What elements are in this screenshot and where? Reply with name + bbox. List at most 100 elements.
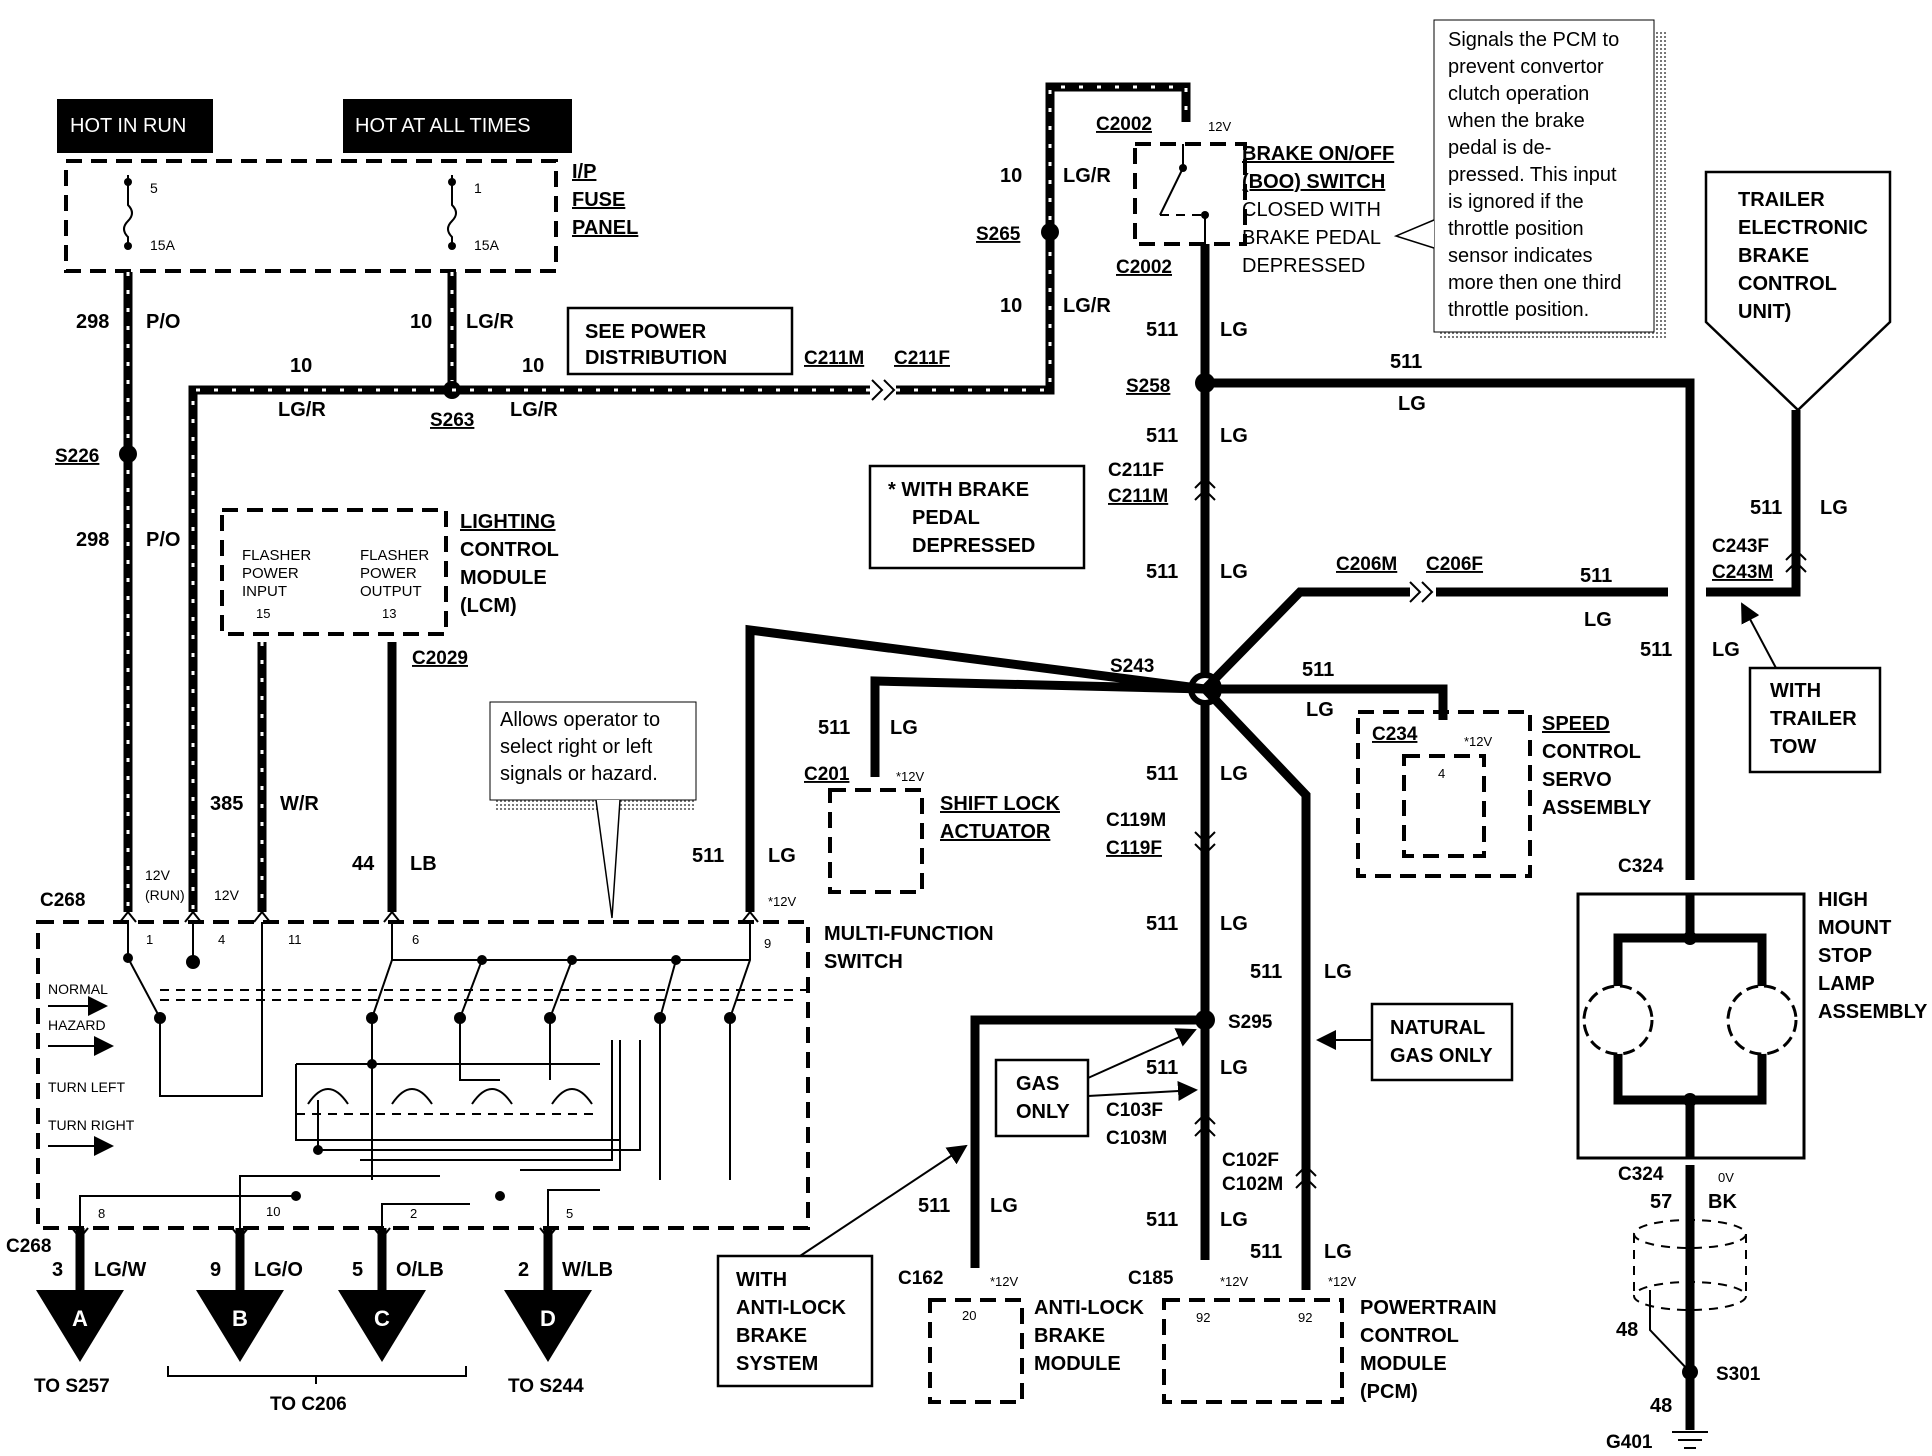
- hot-in-run-block: [57, 99, 213, 153]
- s263-label: S263: [430, 410, 474, 431]
- right-lg-mid: LG: [1584, 609, 1612, 631]
- center-511-d: 511: [1146, 763, 1178, 785]
- connector-c211-center: [1194, 476, 1216, 501]
- see-power-line-2: DISTRIBUTION: [585, 347, 727, 369]
- right-lg-low: LG: [1712, 639, 1740, 661]
- hmsl-bot-dot: [1683, 1093, 1697, 1107]
- trailer-tow-line-1: WITH: [1770, 680, 1821, 702]
- hmsl-title-4: LAMP: [1818, 973, 1875, 995]
- connector-c119: [1194, 831, 1216, 856]
- fuse-right-amp: 15A: [474, 237, 500, 253]
- speed-control-box: [1356, 710, 1532, 878]
- mfs-pin-2: 2: [410, 1206, 417, 1221]
- hot-in-run-label: HOT IN RUN: [70, 115, 186, 137]
- signals-pcm-line-1: Signals the PCM to: [1448, 29, 1619, 51]
- w10e-color: LG/R: [1063, 295, 1111, 317]
- fuse-right-pin: 1: [474, 180, 482, 196]
- w10b-circuit: 10: [410, 311, 432, 333]
- mfs-node-10: [567, 955, 577, 965]
- c2002-bot-label: C2002: [1116, 257, 1172, 278]
- mfs-node-11: [671, 955, 681, 965]
- mfs-node-4: [366, 1012, 378, 1024]
- allows-operator-pointer: [595, 799, 621, 919]
- allows-operator-box: [489, 701, 697, 801]
- c103f-label: C103F: [1106, 1100, 1163, 1121]
- abs-title-2: BRAKE: [1034, 1325, 1105, 1347]
- fuse-panel-label-1: I/P: [572, 161, 596, 183]
- c102m-label: C102M: [1222, 1174, 1283, 1195]
- wire-511-s243-mfs: [745, 624, 1206, 912]
- mfs-node-9: [477, 955, 487, 965]
- w44-circuit: 44: [352, 853, 375, 875]
- lcm-input-3: INPUT: [242, 583, 287, 600]
- mfs-hazard: HAZARD: [48, 1017, 106, 1033]
- pcm-pin-b: 92: [1298, 1310, 1312, 1325]
- gas-only-box: [994, 1058, 1090, 1138]
- ground-icon: [1672, 1431, 1708, 1449]
- speed-lg: LG: [1306, 699, 1334, 721]
- right-511-low: 511: [1640, 639, 1672, 661]
- shield-mid-icon: [1633, 1281, 1747, 1311]
- mfs-node-5: [454, 1012, 466, 1024]
- wire-511-s243-c206: [1201, 587, 1410, 693]
- lcm-title-3: MODULE: [460, 567, 547, 589]
- with-brake-line-2: PEDAL: [912, 507, 980, 529]
- mfs-12v-run-1: 12V: [145, 867, 171, 883]
- output-a-to: TO S257: [34, 1376, 110, 1397]
- output-b-circuit: 9: [210, 1259, 221, 1281]
- boo-desc-3: DEPRESSED: [1242, 255, 1365, 277]
- pcm-title-4: (PCM): [1360, 1381, 1418, 1403]
- mfs-node-14: [291, 1191, 301, 1201]
- w298a-color: P/O: [146, 311, 180, 333]
- center-511-h: 511: [1250, 961, 1282, 983]
- center-511-b: 511: [1146, 425, 1178, 447]
- mfs-pin-10: 10: [266, 1204, 280, 1219]
- fuse-right-bot-dot: [448, 242, 456, 250]
- output-d-triangle: [504, 1290, 592, 1362]
- signals-pcm-line-7: is ignored if the: [1448, 191, 1584, 213]
- c185-label: C185: [1128, 1268, 1174, 1289]
- trailer-unit-shape: [1704, 170, 1892, 412]
- c206f-label: C206F: [1426, 554, 1483, 575]
- c211f-label: C211F: [1108, 460, 1164, 481]
- hmsl-48b: 48: [1650, 1395, 1672, 1417]
- mfs-internal-wiring: [127, 922, 751, 1180]
- center-lg-c: LG: [1220, 561, 1248, 583]
- center-511-i: 511: [1250, 1241, 1282, 1263]
- c324-top-label: C324: [1618, 856, 1664, 877]
- s265-label: S265: [976, 224, 1021, 245]
- lcm-output-2: POWER: [360, 565, 417, 582]
- natural-gas-line-1: NATURAL: [1390, 1017, 1485, 1039]
- output-c-letter: C: [374, 1306, 390, 1331]
- speed-control-inner: [1402, 754, 1486, 858]
- w10e-circuit: 10: [1000, 295, 1022, 317]
- c162-label: C162: [898, 1268, 943, 1289]
- hmsl-bk: BK: [1708, 1191, 1737, 1213]
- trailer-tow-line-2: TRAILER: [1770, 708, 1857, 730]
- w10a-color: LG/R: [278, 399, 326, 421]
- w298a-circuit: 298: [76, 311, 109, 333]
- connector-c103: [1194, 1112, 1216, 1137]
- boo-switch-box: [1133, 142, 1247, 246]
- with-abs-box: [716, 1254, 874, 1388]
- g401-label: G401: [1606, 1432, 1653, 1453]
- allows-operator-line-1: Allows operator to: [500, 709, 660, 731]
- pcm-title-2: CONTROL: [1360, 1325, 1459, 1347]
- trailer-title-3: BRAKE: [1738, 245, 1809, 267]
- speed-title-3: SERVO: [1542, 769, 1612, 791]
- c119f-label: C119F: [1106, 838, 1162, 859]
- wire-48: [1649, 1290, 1691, 1373]
- boo-12v-label: 12V: [1208, 119, 1231, 134]
- center-511-j: 511: [918, 1195, 950, 1217]
- w385-circuit: 385: [210, 793, 243, 815]
- with-brake-box: [868, 464, 1086, 570]
- lcm-title-1: LIGHTING: [460, 511, 556, 533]
- signals-pcm-line-10: more then one third: [1448, 272, 1621, 294]
- signals-pcm-box: [1433, 19, 1655, 333]
- c243m-label: C243M: [1712, 562, 1773, 583]
- center-lg-e: LG: [1220, 913, 1248, 935]
- mfs-normal: NORMAL: [48, 981, 108, 997]
- connector-c211-top: [871, 379, 896, 401]
- splice-s226: [119, 445, 137, 463]
- shift-title-2: ACTUATOR: [940, 821, 1051, 843]
